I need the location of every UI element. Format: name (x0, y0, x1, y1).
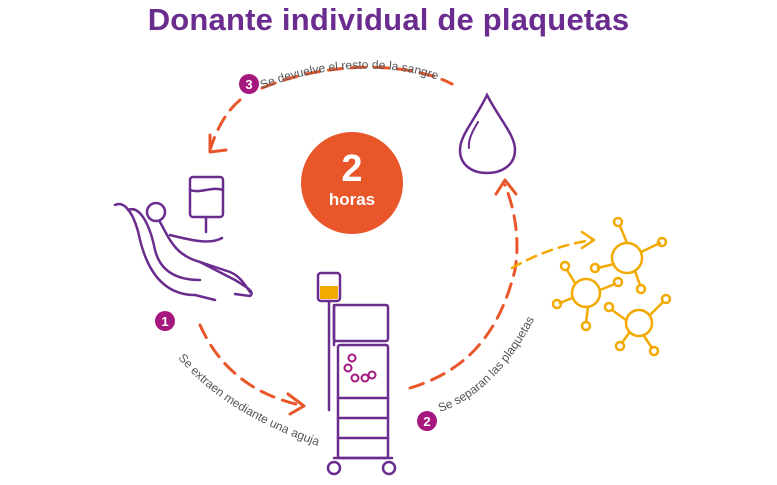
cycle-arrows (198, 65, 519, 407)
platelet-arrowhead (580, 230, 596, 250)
machine-indicators (343, 353, 377, 383)
page-title: Donante individual de plaquetas (147, 2, 630, 37)
platelets-icon (551, 216, 672, 357)
arrow-heads (208, 133, 518, 416)
arrow-return (260, 65, 454, 90)
apheresis-machine-icon (316, 271, 397, 476)
step-2-label: Se separan las plaquetas (436, 314, 537, 415)
arrow-return-tail (208, 98, 242, 152)
duration-unit: horas (329, 190, 375, 209)
step-3-badge (239, 74, 259, 94)
arrow-separate (408, 183, 519, 390)
step-2-number: 2 (423, 414, 430, 429)
step-1-number: 1 (161, 314, 168, 329)
step-1-badge (155, 311, 175, 331)
arrowhead-left (208, 133, 228, 154)
platelet-arrow (510, 238, 594, 270)
step-3-number: 3 (245, 77, 252, 92)
blood-drop-icon (458, 92, 517, 175)
collection-bag-fill (320, 286, 338, 299)
arrow-extract (198, 323, 302, 407)
step-2-badge (417, 411, 437, 431)
step-1-label: Se extraen mediante una aguja (176, 351, 322, 449)
step-3-label: Se devuelve el resto de la sangre (258, 58, 441, 92)
arrowhead-right (286, 392, 306, 416)
duration-circle (301, 132, 403, 234)
arrowhead-up (494, 178, 518, 196)
donor-in-chair-icon (113, 175, 253, 302)
duration-number: 2 (341, 148, 362, 190)
